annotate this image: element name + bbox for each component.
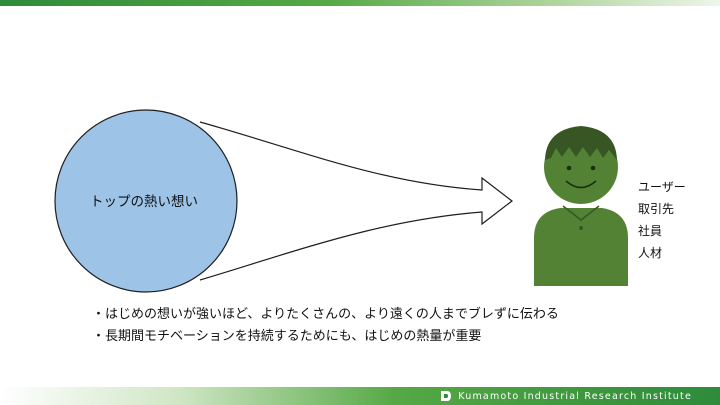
person-hair	[545, 126, 617, 160]
top-accent-bar	[0, 0, 720, 6]
person-collar	[562, 205, 600, 221]
person-eye-right	[590, 165, 596, 171]
footer-org-name: Kumamoto Industrial Research Institute	[458, 390, 692, 402]
institute-logo-icon	[441, 391, 452, 401]
arrow-shape	[199, 121, 513, 281]
circle-label: トップの熱い想い	[90, 194, 198, 210]
bullet-item: ・長期間モチベーションを持続するためにも、はじめの熱量が重要	[92, 329, 482, 344]
person-eye-left	[566, 165, 572, 171]
role-item: 社員	[638, 224, 663, 238]
role-item: ユーザー	[638, 180, 686, 194]
role-list: ユーザー 取引先 社員 人材	[638, 176, 686, 264]
person-button	[579, 226, 583, 230]
person-body	[534, 208, 628, 286]
footer: Kumamoto Industrial Research Institute	[440, 389, 692, 403]
bullet-item: ・はじめの想いが強いほど、よりたくさんの、より遠くの人までブレずに伝わる	[92, 307, 559, 322]
bullet-list: ・はじめの想いが強いほど、よりたくさんの、より遠くの人までブレずに伝わる ・長期…	[92, 304, 559, 348]
person-smile	[565, 180, 597, 189]
role-item: 人材	[638, 246, 663, 260]
person-icon	[534, 126, 628, 286]
bottom-accent-bar	[0, 387, 720, 405]
role-item: 取引先	[638, 202, 675, 216]
passion-circle	[54, 109, 238, 293]
